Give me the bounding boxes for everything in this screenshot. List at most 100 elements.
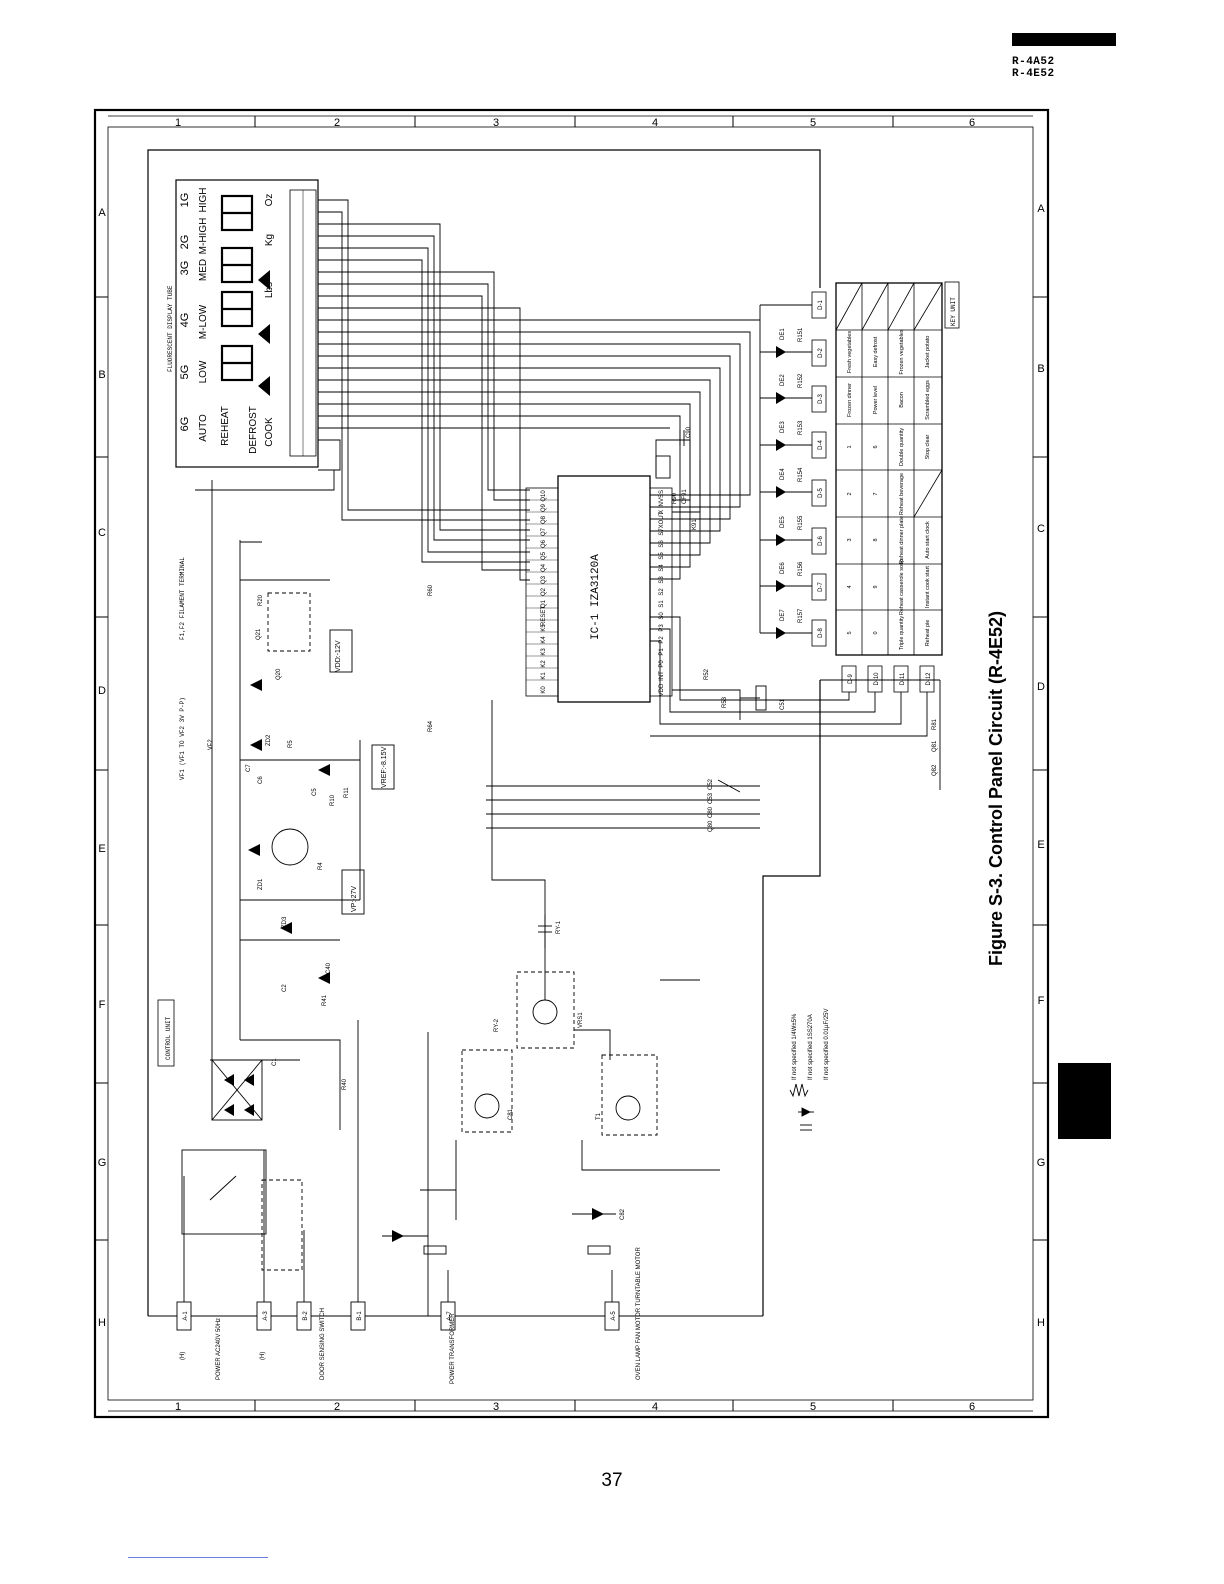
label-r60: R60	[428, 584, 434, 596]
row-label-c-right: C	[1037, 523, 1045, 535]
label-r41: R41	[322, 994, 328, 1006]
display-bus	[318, 199, 760, 581]
driver-d1: D-1	[818, 300, 824, 310]
key-bacon: Bacon	[899, 392, 905, 408]
label-zd2: ZD2	[266, 734, 272, 746]
ic-label: IC-1 IZA3120A	[590, 554, 602, 640]
key-frozen-vegetables: Frozen vegetables	[899, 329, 905, 374]
connector-a7-label: POWER TRANSFORMER	[450, 1313, 456, 1384]
key-reheat-beverage: Reheat beverage	[899, 473, 905, 515]
ic-pin-k4: K4	[541, 636, 547, 644]
row-label-g: G	[98, 1157, 107, 1169]
grid-2g: 2G	[179, 235, 191, 250]
label-kg: Kg	[264, 234, 275, 246]
label-c52: Q81	[932, 740, 938, 752]
key-unit-title: KEY UNIT	[950, 297, 957, 326]
column-ticks	[254, 116, 894, 1411]
label-q20: Q20	[276, 668, 282, 680]
connectors	[176, 1301, 620, 1331]
ic-pin-q6: Q6	[541, 539, 547, 548]
key-reheat-dinner-plate: Reheat dinner plate	[899, 516, 905, 564]
diode-de2: DE2	[780, 374, 786, 386]
col-label-5: 5	[810, 117, 816, 129]
key-5: 5	[847, 631, 853, 634]
row-label-e-right: E	[1037, 839, 1044, 851]
vf2-label: VF2	[207, 739, 214, 750]
label-r10: R10	[330, 794, 336, 806]
connector-a1-label: POWER AC240V 50Hz	[216, 1318, 222, 1380]
supply-vdd: VDD:-12V	[335, 640, 342, 672]
resistor-r155: R155	[798, 515, 804, 530]
ic-pin-q4: Q4	[541, 563, 547, 572]
connector-a7: A-7	[447, 1311, 453, 1321]
col-label-3-bottom: 3	[493, 1401, 499, 1413]
driver-d3: D-3	[818, 394, 824, 404]
connector-a1: A-1	[183, 1311, 189, 1321]
ic-pin-q10: Q10	[541, 490, 547, 502]
driver-d6: D-6	[818, 536, 824, 546]
label-r81: VRS1	[578, 1012, 584, 1028]
label-q81: T1	[596, 1112, 602, 1120]
grid-1g: 1G	[179, 193, 191, 208]
driver-d5: D-5	[818, 488, 824, 498]
ic-pin-p3: P3	[659, 624, 665, 632]
key-4: 4	[847, 585, 853, 588]
label-zd3: ZD3	[282, 916, 288, 928]
col-label-3: 3	[493, 117, 499, 129]
diode-de5: DE5	[780, 516, 786, 528]
resistor-r154: R154	[798, 467, 804, 482]
label-low: LOW	[198, 360, 209, 383]
label-auto: AUTO	[198, 414, 209, 442]
key-frozen-dinner: Frozen dinner	[847, 383, 853, 417]
driver-d8: D-8	[818, 628, 824, 638]
driver-d2: D-2	[818, 348, 824, 358]
row-ticks	[95, 296, 1048, 1241]
label-r90: R90	[672, 492, 678, 504]
label-r51: C53	[708, 792, 714, 804]
key-auto-start-clock: Auto start clock	[925, 521, 931, 559]
key-double-quantity: Double quantity	[899, 428, 905, 466]
driver-d12: D-12	[926, 672, 932, 686]
connector-b2: B-2	[303, 1311, 309, 1321]
resistor-r157: R157	[798, 608, 804, 623]
key-9: 9	[873, 585, 879, 588]
grid-3g: 3G	[179, 261, 191, 276]
key-1: 1	[847, 445, 853, 448]
label-cook: COOK	[264, 417, 275, 447]
legend-diode-note: If not specified 1SS270A	[808, 1014, 814, 1080]
ic-pin-reset: RESET	[541, 606, 547, 626]
key-0: 0	[873, 631, 879, 634]
key-7: 7	[873, 492, 879, 495]
col-label-6-bottom: 6	[969, 1401, 975, 1413]
model-number-1: R-4A52	[1012, 56, 1055, 68]
label-m-high: M-HIGH	[198, 218, 209, 255]
grid-6g: 6G	[179, 417, 191, 432]
arrow-indicators	[258, 270, 270, 396]
resistor-r153: R153	[798, 420, 804, 435]
legend-resistor-note: If not specified 1/4W±5%	[792, 1013, 798, 1080]
ic-pin-q1: Q1	[541, 599, 547, 608]
label-r30: R52	[704, 668, 710, 680]
driver-d11: D-11	[900, 672, 906, 685]
supply-vref: VREF:-8.15V	[381, 746, 388, 788]
key-6: 6	[873, 445, 879, 448]
diode-de4: DE4	[780, 468, 786, 480]
row-label-h-right: H	[1037, 1317, 1045, 1329]
row-label-a-right: A	[1037, 203, 1045, 215]
key-driver-lines	[759, 304, 812, 634]
label-oz: Oz	[264, 194, 275, 207]
key-instant-cook-start: Instant cook start	[925, 566, 931, 608]
col-label-5-bottom: 5	[810, 1401, 816, 1413]
diode-de7: DE7	[780, 609, 786, 621]
row-label-g-right: G	[1037, 1157, 1046, 1169]
label-c7: C7	[246, 764, 252, 772]
label-r52: C80	[708, 806, 714, 818]
row-label-f-right: F	[1038, 995, 1045, 1007]
ic-pin-s5: S5	[659, 552, 665, 560]
col-label-6: 6	[969, 117, 975, 129]
row-label-d-right: D	[1037, 681, 1045, 693]
label-k91: K91	[692, 519, 698, 530]
key-return-lines	[650, 616, 941, 790]
row-label-f: F	[99, 999, 106, 1011]
ic-pin-s1: S1	[659, 600, 665, 608]
